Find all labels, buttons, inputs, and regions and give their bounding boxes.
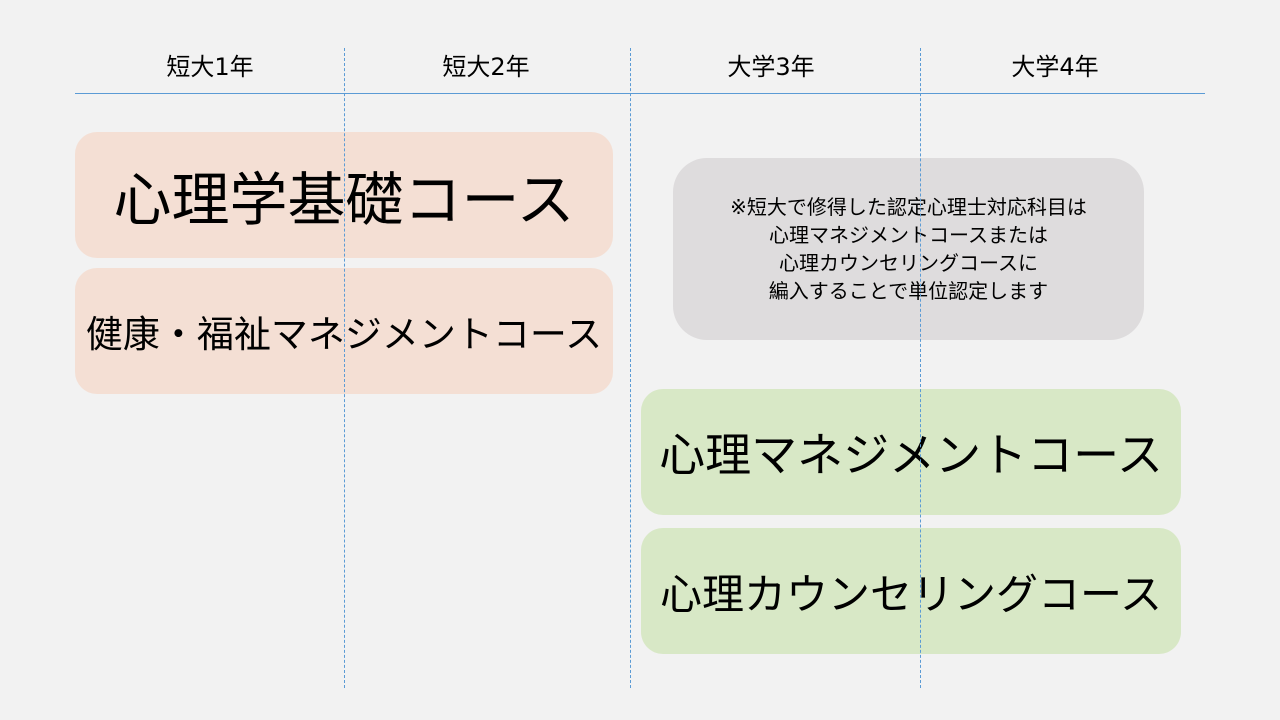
note-line: ※短大で修得した認定心理士対応科目は: [730, 195, 1087, 219]
header-university-year-3: 大学3年: [727, 53, 815, 81]
course-psych-counseling: 心理カウンセリングコース: [641, 528, 1181, 654]
header-junior-year-2: 短大2年: [442, 53, 530, 81]
note-line: 編入することで単位認定します: [768, 279, 1049, 303]
header-junior-year-1: 短大1年: [166, 53, 254, 81]
course-label: 心理学基礎コース: [113, 166, 575, 234]
course-psych-management: 心理マネジメントコース: [641, 389, 1181, 515]
year-divider-3: [920, 48, 921, 688]
course-label: 心理マネジメントコース: [659, 428, 1163, 482]
note-line: 心理カウンセリングコースに: [778, 251, 1038, 275]
transfer-credit-note: ※短大で修得した認定心理士対応科目は 心理マネジメントコースまたは 心理カウンセ…: [673, 158, 1144, 340]
year-divider-1: [344, 48, 345, 688]
year-divider-2: [630, 48, 631, 688]
header-divider: [75, 93, 1205, 94]
header-university-year-4: 大学4年: [1011, 53, 1099, 81]
course-label: 心理カウンセリングコース: [660, 569, 1162, 619]
note-line: 心理マネジメントコースまたは: [768, 223, 1048, 247]
